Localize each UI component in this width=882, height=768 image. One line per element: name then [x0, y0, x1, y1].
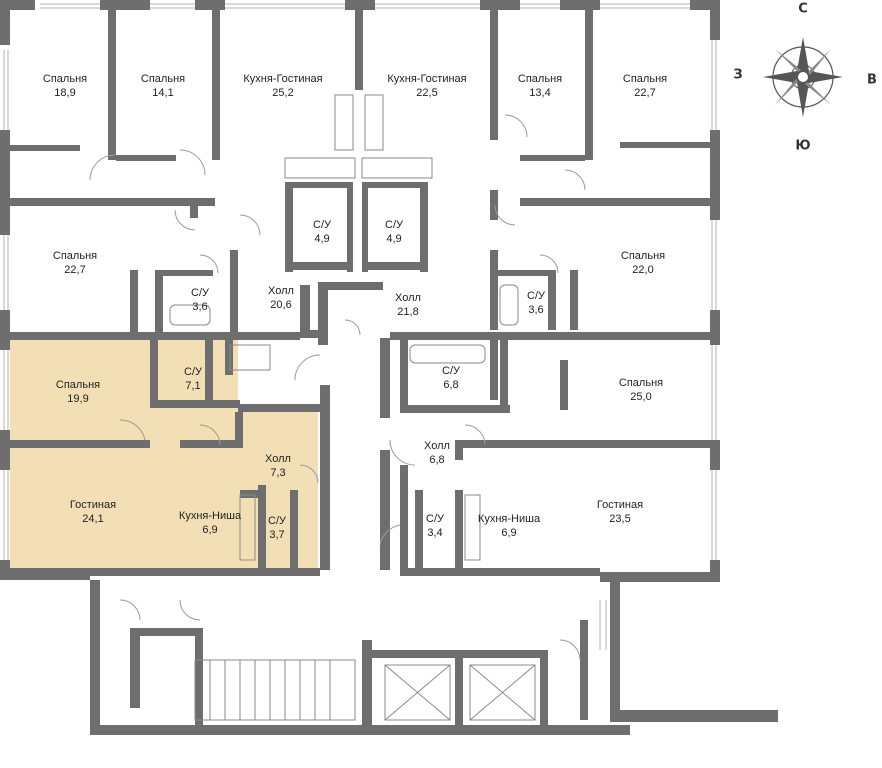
room-area: 3,4 [427, 527, 443, 539]
room-label: Гостиная 24,1 [70, 498, 116, 526]
room-label: Кухня-Гостиная 22,5 [387, 72, 466, 100]
room-label: Спальня 22,7 [623, 72, 667, 100]
compass-north: С [798, 1, 808, 17]
room-area: 25,2 [272, 87, 294, 99]
room-area: 7,3 [270, 467, 286, 479]
room-name: Спальня [618, 377, 664, 389]
room-label: С/У 3,4 [426, 512, 444, 540]
room-area: 22,5 [416, 87, 438, 99]
room-label: С/У 3,6 [527, 289, 545, 317]
room-area: 3,7 [269, 529, 285, 541]
compass-west: З [733, 67, 743, 83]
room-area: 3,6 [192, 301, 208, 313]
room-label: Кухня-Ниша 6,9 [179, 509, 241, 537]
room-name: Спальня [52, 250, 98, 262]
room-name: Спальня [140, 73, 186, 85]
room-name: Кухня-Ниша [178, 510, 242, 522]
room-area: 6,8 [443, 379, 459, 391]
room-name: Кухня-Гостиная [387, 73, 467, 85]
room-area: 6,9 [202, 524, 218, 536]
compass-south: Ю [795, 138, 811, 154]
room-label: Спальня 14,1 [141, 72, 185, 100]
room-area: 21,8 [397, 306, 419, 318]
room-label: Холл 21,8 [395, 291, 421, 319]
room-name: Холл [265, 453, 291, 465]
doors [89, 114, 586, 661]
room-area: 14,1 [152, 87, 174, 99]
room-name: С/У [313, 219, 331, 231]
room-area: 6,9 [501, 527, 517, 539]
compass-rose [763, 37, 843, 117]
room-label: С/У 3,6 [191, 286, 209, 314]
room-area: 22,7 [64, 264, 86, 276]
room-label: С/У 7,1 [184, 365, 202, 393]
room-label: Холл 6,8 [424, 439, 450, 467]
room-label: Холл 7,3 [265, 452, 291, 480]
room-area: 7,1 [185, 380, 201, 392]
room-name: Холл [395, 292, 421, 304]
room-area: 13,4 [529, 87, 551, 99]
room-name: Кухня-Ниша [477, 513, 541, 525]
room-name: Спальня [620, 250, 666, 262]
room-name: Кухня-Гостиная [243, 73, 323, 85]
room-area: 22,0 [632, 264, 654, 276]
room-name: С/У [385, 219, 403, 231]
room-label: Гостиная 23,5 [597, 498, 643, 526]
room-name: С/У [426, 513, 444, 525]
room-name: С/У [184, 366, 202, 378]
room-label: Спальня 19,9 [56, 378, 100, 406]
room-name: С/У [191, 287, 209, 299]
room-label: С/У 6,8 [442, 364, 460, 392]
room-area: 3,6 [528, 304, 544, 316]
room-area: 20,6 [270, 299, 292, 311]
room-name: С/У [268, 515, 286, 527]
room-label: С/У 4,9 [313, 218, 331, 246]
compass-east: В [867, 72, 877, 88]
room-area: 18,9 [54, 87, 76, 99]
room-name: Холл [424, 440, 450, 452]
room-name: Гостиная [69, 499, 117, 511]
room-label: Спальня 22,7 [53, 249, 97, 277]
room-area: 19,9 [67, 393, 89, 405]
room-name: Холл [268, 285, 294, 297]
room-name: Спальня [55, 379, 101, 391]
room-label: Спальня 25,0 [619, 376, 663, 404]
room-label: С/У 3,7 [268, 514, 286, 542]
room-area: 4,9 [386, 233, 402, 245]
room-name: Гостиная [596, 499, 644, 511]
room-name: Спальня [622, 73, 668, 85]
room-name: Спальня [42, 73, 88, 85]
room-area: 6,8 [429, 454, 445, 466]
room-area: 4,9 [314, 233, 330, 245]
room-area: 25,0 [630, 391, 652, 403]
room-name: Спальня [517, 73, 563, 85]
highlighted-apartment [10, 338, 318, 572]
room-label: Кухня-Ниша 6,9 [478, 512, 540, 540]
room-label: Спальня 13,4 [518, 72, 562, 100]
room-label: Кухня-Гостиная 25,2 [243, 72, 322, 100]
room-label: Холл 20,6 [268, 284, 294, 312]
room-label: С/У 4,9 [385, 218, 403, 246]
room-label: Спальня 18,9 [43, 72, 87, 100]
windows [3, 3, 717, 650]
room-name: С/У [442, 365, 460, 377]
walls [0, 0, 778, 735]
room-area: 24,1 [82, 513, 104, 525]
room-area: 23,5 [609, 513, 631, 525]
fixtures [169, 94, 536, 721]
room-label: Спальня 22,0 [621, 249, 665, 277]
room-area: 22,7 [634, 87, 656, 99]
highlighted-apartment-area [10, 338, 318, 572]
room-name: С/У [527, 290, 545, 302]
